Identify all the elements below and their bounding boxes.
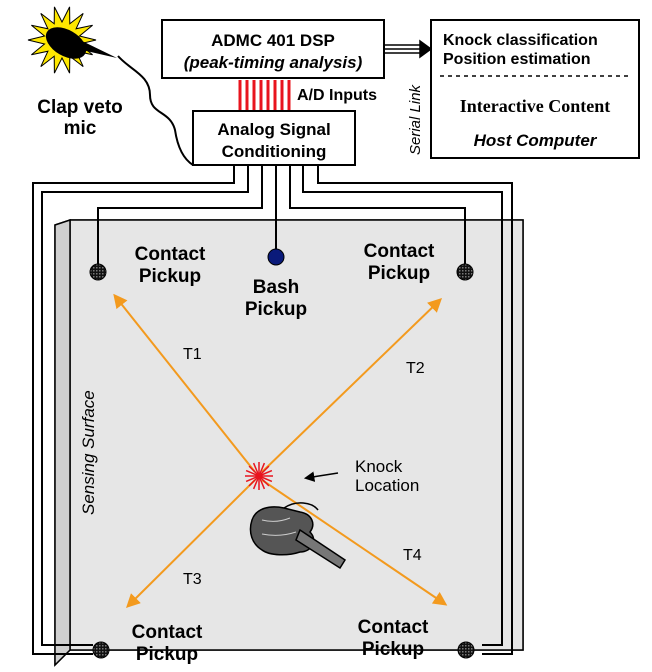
contact-pickup-top-left-icon — [89, 263, 107, 281]
knock-burst-ray — [258, 465, 270, 477]
knock-pointer-arrow — [303, 471, 339, 482]
pickup-bottom-left-line1: Contact — [132, 622, 203, 643]
host-line4: Host Computer — [474, 131, 598, 150]
pickup-bash-line2: Pickup — [245, 299, 307, 320]
dsp-box: ADMC 401 DSP (peak-timing analysis) — [161, 19, 385, 79]
clap-mic-label-line1: Clap veto — [37, 97, 123, 118]
knock-burst-ray — [258, 475, 270, 487]
pickup-bottom-left-line2: Pickup — [136, 644, 198, 665]
knock-label-line1: Knock — [355, 457, 403, 476]
host-line1: Knock classification — [443, 32, 598, 49]
sensing-surface-label: Sensing Surface — [79, 390, 98, 515]
timing-t2: T2 — [406, 360, 425, 377]
dsp-title: ADMC 401 DSP — [211, 31, 335, 50]
pickup-top-right-line2: Pickup — [368, 263, 430, 284]
knock-burst-icon — [245, 462, 273, 490]
host-line3: Interactive Content — [460, 96, 610, 116]
contact-pickup-bottom-left-icon — [92, 641, 110, 659]
serial-link-arrow — [384, 39, 433, 59]
pickup-top-right-line1: Contact — [364, 241, 435, 262]
knock-burst-ray — [245, 475, 260, 483]
knock-burst-ray — [252, 462, 260, 477]
pickup-bash-line1: Bash — [253, 277, 299, 298]
hand-icon — [249, 502, 347, 570]
conditioning-box: Analog Signal Conditioning — [192, 110, 356, 166]
serial-link-label: Serial Link — [407, 83, 424, 155]
bash-pickup-icon — [267, 248, 285, 266]
ad-input-lines — [238, 80, 291, 110]
host-line2: Position estimation — [443, 51, 591, 68]
conditioning-line1: Analog Signal — [217, 120, 330, 139]
wiring — [32, 55, 513, 655]
conditioning-line2: Conditioning — [222, 142, 327, 161]
knock-burst-ray — [248, 475, 260, 487]
knock-burst-ray — [258, 475, 266, 490]
contact-pickup-top-right-icon — [456, 263, 474, 281]
knock-burst-ray — [258, 469, 273, 477]
clap-mic-label-line2: mic — [64, 118, 97, 139]
timing-t1: T1 — [183, 346, 202, 363]
knock-burst-ray — [245, 469, 260, 477]
host-box: Knock classification Position estimation… — [430, 19, 640, 159]
knock-burst-ray — [258, 462, 266, 477]
propagation-arrows — [113, 293, 448, 608]
contact-pickup-bottom-right-icon — [457, 641, 475, 659]
pickup-top-left-line2: Pickup — [139, 266, 201, 287]
timing-t4: T4 — [403, 547, 422, 564]
knock-burst-ray — [248, 465, 260, 477]
knock-burst-ray — [252, 475, 260, 490]
ad-inputs-label: A/D Inputs — [297, 87, 377, 104]
pickup-top-left-line1: Contact — [135, 244, 206, 265]
knock-label-line2: Location — [355, 476, 419, 495]
pickup-bottom-right-line1: Contact — [358, 617, 429, 638]
pickup-bottom-right-line2: Pickup — [362, 639, 424, 660]
sensing-surface — [54, 218, 524, 667]
dsp-subtitle: (peak-timing analysis) — [184, 53, 363, 72]
timing-t3: T3 — [183, 571, 202, 588]
microphone-icon — [45, 27, 117, 59]
knock-burst-ray — [258, 475, 273, 483]
